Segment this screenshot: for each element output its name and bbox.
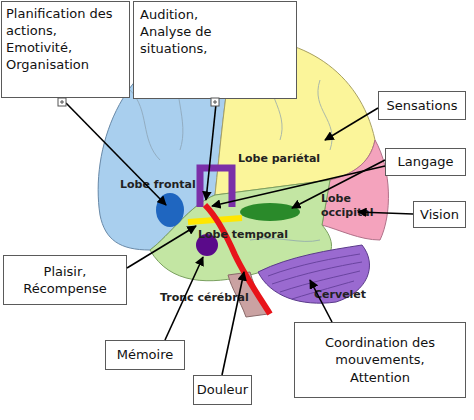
- function-box: Coordination des mouvements, Attention: [294, 322, 466, 398]
- box-text: Vision: [420, 206, 459, 223]
- box-text: Plaisir, Récompense: [10, 263, 120, 297]
- function-box: Vision: [413, 201, 466, 228]
- function-box: Sensations: [378, 91, 466, 120]
- box-text: Audition, Analyse de situations,: [140, 6, 240, 57]
- function-box: Audition, Analyse de situations,: [133, 1, 297, 99]
- function-box: Mémoire: [105, 340, 185, 370]
- region-label: Lobe frontal: [120, 178, 196, 192]
- box-text: Douleur: [197, 381, 248, 398]
- expand-icon: [58, 98, 219, 106]
- auditory-band: [200, 168, 232, 207]
- language-spot: [240, 203, 300, 221]
- region-label: Tronc cérébral: [160, 291, 249, 305]
- function-box: Planification des actions, Emotivité, Or…: [1, 1, 130, 98]
- leader-line: [325, 108, 378, 140]
- leader-line: [212, 166, 385, 206]
- region-label: Lobe pariétal: [238, 152, 320, 166]
- region-label: Lobe temporal: [198, 228, 288, 242]
- box-text: Sensations: [387, 97, 458, 114]
- occipital-lobe: [322, 140, 388, 240]
- function-box: Langage: [385, 148, 466, 176]
- box-text: Mémoire: [117, 346, 174, 363]
- box-text: Langage: [398, 153, 454, 170]
- region-label: Lobe occipital: [321, 192, 373, 220]
- region-label: Cervelet: [314, 288, 366, 302]
- box-text: Planification des actions, Emotivité, Or…: [6, 5, 114, 74]
- leader-line: [206, 104, 216, 200]
- function-box: Douleur: [193, 375, 252, 405]
- leader-line: [222, 272, 244, 375]
- cerebellum: [258, 245, 370, 303]
- function-box: Plaisir, Récompense: [3, 255, 127, 305]
- leader-line: [127, 226, 196, 268]
- leader-line: [66, 103, 166, 205]
- box-text: Coordination des mouvements, Attention: [305, 334, 455, 385]
